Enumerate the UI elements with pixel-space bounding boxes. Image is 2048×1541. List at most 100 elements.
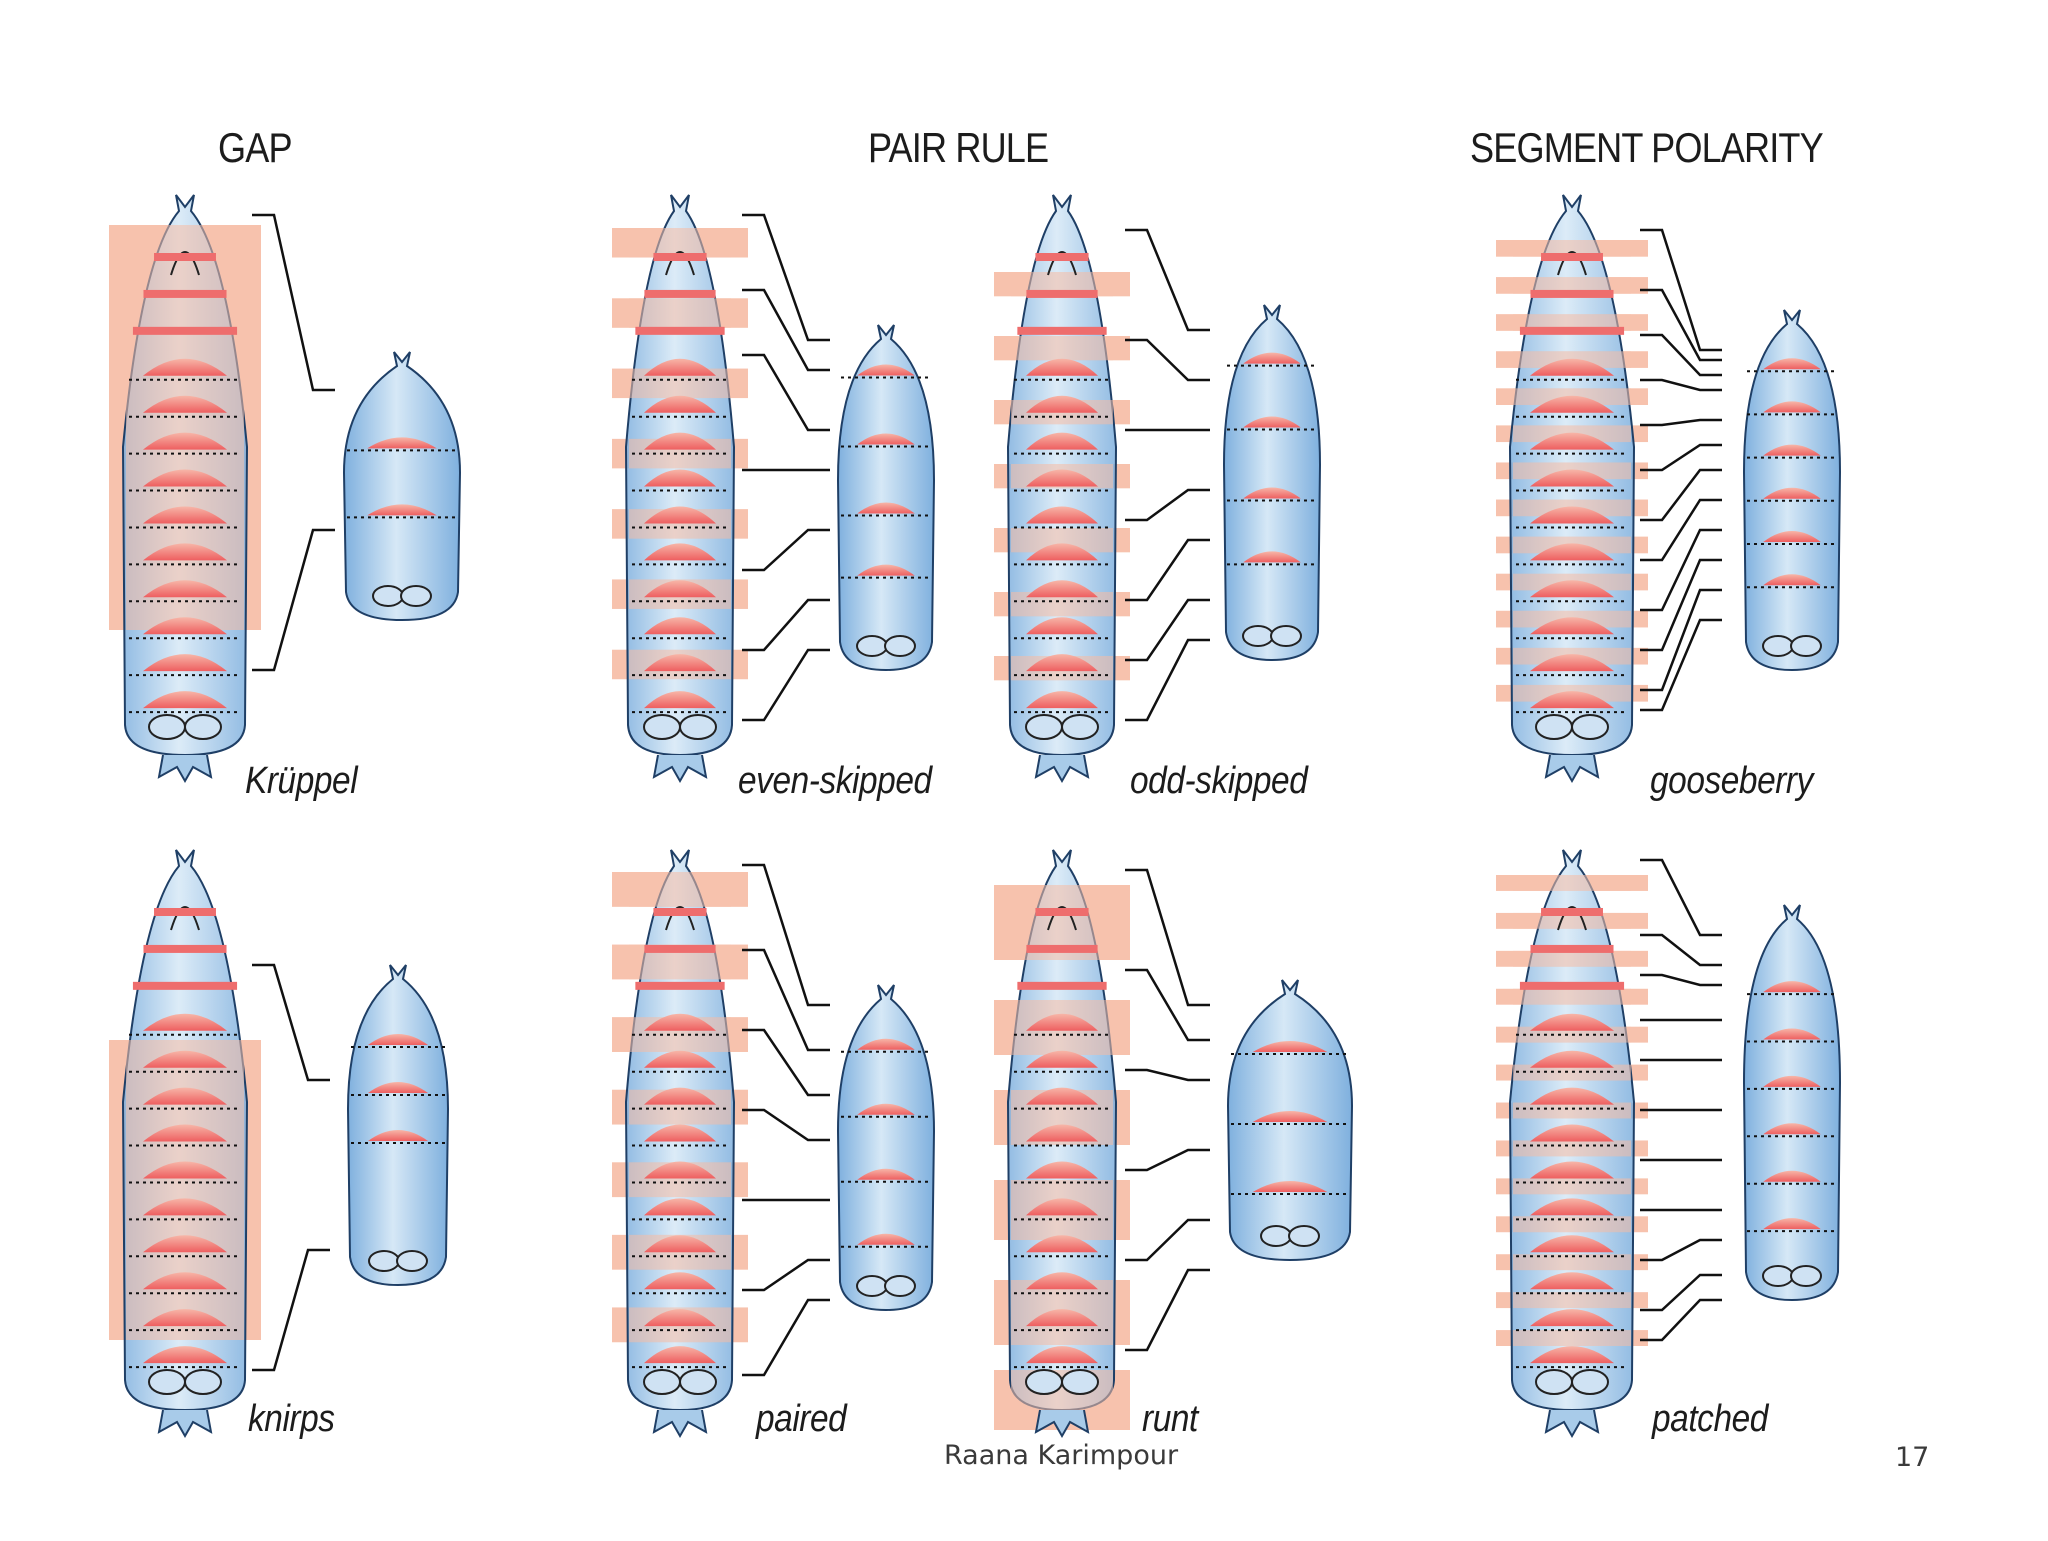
connector-line xyxy=(742,598,830,652)
gap-header: GAP xyxy=(218,124,293,171)
mutant-stripe xyxy=(857,1233,915,1245)
segment-stripe xyxy=(644,1050,716,1068)
mutant-stripe xyxy=(368,1034,428,1045)
segment-stripe xyxy=(1530,506,1614,524)
mutant-embryo-body xyxy=(346,964,450,1287)
segment-stripe xyxy=(143,543,227,561)
segment-stripe xyxy=(132,326,238,335)
head-curve xyxy=(170,251,200,276)
segment-stripe xyxy=(1026,580,1098,598)
segment-stripe xyxy=(143,617,227,635)
segment-stripe xyxy=(143,1309,227,1327)
connector-line xyxy=(742,863,830,1007)
mutant-stripe xyxy=(1252,1041,1328,1052)
tail-lobe xyxy=(184,714,222,740)
segment-stripe xyxy=(1530,1050,1614,1068)
mutant-stripe xyxy=(1763,358,1821,370)
connector-line xyxy=(1125,968,1210,1042)
connector-line xyxy=(742,528,830,572)
segment-stripe xyxy=(1026,1013,1098,1031)
runt-label: runt xyxy=(1142,1398,1198,1440)
page-number: 17 xyxy=(1895,1442,1930,1473)
band-tint xyxy=(1513,950,1631,967)
segment-stripe xyxy=(1035,253,1089,261)
segment-stripe xyxy=(644,691,716,709)
segment-stripe xyxy=(1026,1235,1098,1253)
mutant-stripe xyxy=(857,1168,915,1180)
connector-line xyxy=(1640,858,1722,937)
segment-stripe xyxy=(644,506,716,524)
band-tint xyxy=(1513,1254,1631,1271)
segment-stripe xyxy=(635,981,725,990)
band-tint xyxy=(1513,277,1631,294)
segment-stripe xyxy=(143,1087,227,1105)
kruppel-label: Krüppel xyxy=(245,760,358,802)
tail-lobe xyxy=(396,1250,428,1272)
segment-stripe xyxy=(644,1124,716,1142)
segment-stripe xyxy=(143,1124,227,1142)
mutant-stripe xyxy=(857,364,915,376)
head-curve xyxy=(665,251,695,276)
mutant-stripe xyxy=(1763,1123,1821,1135)
patched-label: patched xyxy=(1652,1398,1768,1440)
connector-line xyxy=(1640,973,1722,987)
segment-stripe xyxy=(1026,1346,1098,1364)
band-tint xyxy=(1513,1330,1631,1347)
connector-line xyxy=(1640,1273,1722,1312)
mutant-stripe xyxy=(1763,531,1821,542)
tail-tip xyxy=(1544,754,1600,784)
segment-stripe xyxy=(143,289,227,298)
band-tint xyxy=(629,298,731,328)
tail-lobe xyxy=(1025,714,1063,740)
segment-stripe xyxy=(143,691,227,709)
segment-stripe xyxy=(644,469,716,487)
connector-line xyxy=(742,648,830,722)
mutant-embryo-body xyxy=(836,984,936,1312)
connector-line xyxy=(1640,498,1722,562)
segment-stripe xyxy=(644,1013,716,1031)
segment-stripe xyxy=(1035,908,1089,916)
connector-line xyxy=(1640,228,1722,352)
segment-stripe xyxy=(143,1161,227,1179)
segment-polarity-header: SEGMENT POLARITY xyxy=(1470,124,1824,171)
segment-stripe xyxy=(143,944,227,953)
segment-stripe xyxy=(143,358,227,376)
connector-line xyxy=(742,1298,830,1377)
segment-stripe xyxy=(1026,617,1098,635)
segment-stripe xyxy=(1026,469,1098,487)
tail-lobe xyxy=(1762,1265,1794,1287)
connector-line xyxy=(252,1248,330,1372)
mutant-stripe xyxy=(857,433,915,445)
band-tint xyxy=(1513,240,1631,257)
segment-stripe xyxy=(644,432,716,450)
segment-stripe xyxy=(644,1087,716,1105)
knirps-label: knirps xyxy=(248,1398,335,1440)
tail-lobe xyxy=(372,585,404,607)
segment-stripe xyxy=(143,1235,227,1253)
connector-line xyxy=(742,213,830,342)
head-curve xyxy=(665,906,695,931)
tail-tip xyxy=(157,1409,213,1439)
connector-line xyxy=(252,528,335,672)
segment-stripe xyxy=(143,432,227,450)
connector-line xyxy=(742,353,830,432)
segment-stripe xyxy=(1541,908,1603,916)
segment-stripe xyxy=(635,326,725,335)
connector-line xyxy=(1640,468,1722,522)
tail-lobe xyxy=(679,1369,717,1395)
tail-lobe xyxy=(679,714,717,740)
segment-stripe xyxy=(1017,981,1107,990)
mutant-stripe xyxy=(367,437,437,449)
segment-stripe xyxy=(1530,654,1614,672)
connector-line xyxy=(1125,638,1210,722)
mutant-stripe xyxy=(1763,574,1821,586)
connector-line xyxy=(1640,1238,1722,1262)
tail-lobe xyxy=(1571,714,1609,740)
segment-stripe xyxy=(1519,326,1625,335)
tail-lobe xyxy=(1571,1369,1609,1395)
mutant-stripe xyxy=(1252,1181,1328,1192)
connector-line xyxy=(1125,868,1210,1007)
tail-lobe xyxy=(1061,714,1099,740)
segment-stripe xyxy=(154,908,216,916)
